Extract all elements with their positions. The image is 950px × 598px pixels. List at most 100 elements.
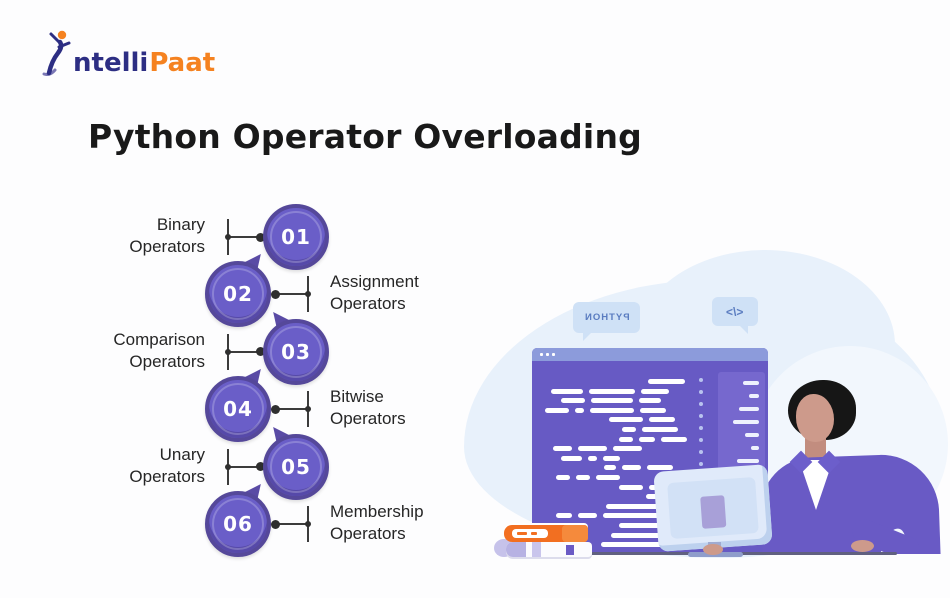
code-speech-bubble: </> bbox=[712, 297, 758, 334]
panel-bar bbox=[745, 433, 759, 437]
connector-dot bbox=[225, 348, 231, 355]
code-line bbox=[646, 494, 662, 500]
code-bar bbox=[639, 436, 655, 442]
connector-dot bbox=[225, 463, 231, 470]
code-bar bbox=[553, 446, 572, 452]
timeline-circle: 02 bbox=[205, 261, 271, 328]
code-bar bbox=[619, 436, 633, 442]
code-bar bbox=[589, 388, 635, 394]
timeline-label-line: Comparison bbox=[113, 329, 205, 349]
monitor-mount bbox=[700, 495, 727, 529]
timeline-label-line: Bitwise bbox=[330, 387, 384, 407]
connector-line bbox=[229, 465, 262, 468]
panel-bar bbox=[743, 381, 759, 385]
code-line bbox=[611, 532, 665, 538]
dancing-person-icon bbox=[42, 30, 71, 76]
code-bar bbox=[556, 475, 570, 480]
timeline-label-line: Operators bbox=[330, 294, 406, 314]
code-bar bbox=[641, 388, 669, 394]
panel-bar bbox=[739, 407, 759, 411]
timeline-circle: 06 bbox=[205, 491, 271, 557]
code-bar bbox=[609, 417, 643, 423]
code-bar bbox=[590, 407, 634, 413]
separator-dot bbox=[699, 414, 703, 418]
window-dot-icon bbox=[540, 353, 543, 356]
timeline-circle: 04 bbox=[205, 376, 271, 443]
code-bar bbox=[646, 494, 662, 500]
code-line bbox=[619, 436, 687, 442]
brand-text-secondary: Paat bbox=[149, 48, 216, 78]
code-line bbox=[622, 427, 678, 432]
code-line bbox=[601, 542, 672, 548]
white-book-ring bbox=[532, 542, 541, 557]
connector-dot bbox=[271, 289, 280, 299]
timeline-circle: 01 bbox=[263, 204, 329, 270]
connector-dot bbox=[271, 519, 280, 529]
panel-bar bbox=[751, 446, 759, 450]
connector-line bbox=[274, 523, 307, 525]
separator-dot bbox=[699, 438, 703, 442]
code-bar bbox=[551, 388, 583, 394]
intellipaat-logo: ntelli Paat bbox=[42, 30, 215, 76]
timeline-circle: 05 bbox=[263, 433, 329, 500]
brand-text-primary: ntelli bbox=[73, 48, 149, 78]
timeline-label-line: Operators bbox=[330, 409, 406, 429]
code-bar bbox=[648, 379, 685, 384]
separator-dot bbox=[699, 390, 703, 394]
book-label-dash bbox=[517, 532, 527, 535]
connector-dot bbox=[256, 462, 265, 472]
code-bar bbox=[601, 542, 672, 548]
book-label-dash bbox=[531, 532, 537, 535]
code-line bbox=[545, 407, 666, 413]
separator-dot bbox=[699, 378, 703, 382]
separator-dot bbox=[699, 462, 703, 466]
code-bar bbox=[578, 513, 597, 519]
connector-line bbox=[274, 293, 307, 296]
panel-bar bbox=[749, 394, 759, 398]
person-hand bbox=[851, 540, 874, 552]
timeline-number: 04 bbox=[223, 397, 253, 422]
timeline-number: 03 bbox=[281, 339, 311, 364]
code-bar bbox=[588, 455, 597, 461]
code-bar bbox=[561, 398, 585, 404]
editor-code-area bbox=[545, 379, 695, 549]
code-bar bbox=[603, 513, 664, 519]
code-bar bbox=[575, 407, 584, 413]
code-bar bbox=[611, 532, 665, 538]
timeline-label-line: Assignment bbox=[330, 272, 419, 292]
window-dot-icon bbox=[546, 353, 549, 356]
white-book bbox=[506, 542, 592, 557]
monitor-back-panel bbox=[653, 464, 773, 552]
page-title: Python Operator Overloading bbox=[88, 117, 642, 157]
code-line bbox=[556, 475, 620, 480]
timeline-label-line: Operators bbox=[330, 524, 406, 543]
code-bar bbox=[596, 475, 620, 480]
code-bar bbox=[613, 446, 642, 452]
timeline-label-line: Operators bbox=[129, 237, 205, 256]
timeline-label-line: Unary bbox=[159, 444, 205, 464]
connector-line bbox=[229, 236, 262, 238]
window-dot-icon bbox=[552, 353, 555, 356]
orange-book bbox=[504, 525, 588, 542]
connector-dot bbox=[225, 234, 231, 240]
code-line bbox=[561, 455, 620, 461]
code-bar bbox=[619, 484, 643, 490]
person-hand bbox=[703, 544, 723, 555]
connector-dot bbox=[256, 347, 265, 357]
code-bar bbox=[639, 398, 661, 404]
code-bar bbox=[642, 427, 678, 432]
code-bubble-label: </> bbox=[726, 304, 744, 319]
separator-dot bbox=[699, 402, 703, 406]
code-bar bbox=[578, 446, 607, 452]
connector-line bbox=[229, 350, 262, 353]
timeline-label-line: Operators bbox=[129, 351, 205, 371]
separator-dot bbox=[699, 426, 703, 430]
timeline-label-line: Membership bbox=[330, 502, 424, 521]
code-bar bbox=[661, 436, 687, 442]
